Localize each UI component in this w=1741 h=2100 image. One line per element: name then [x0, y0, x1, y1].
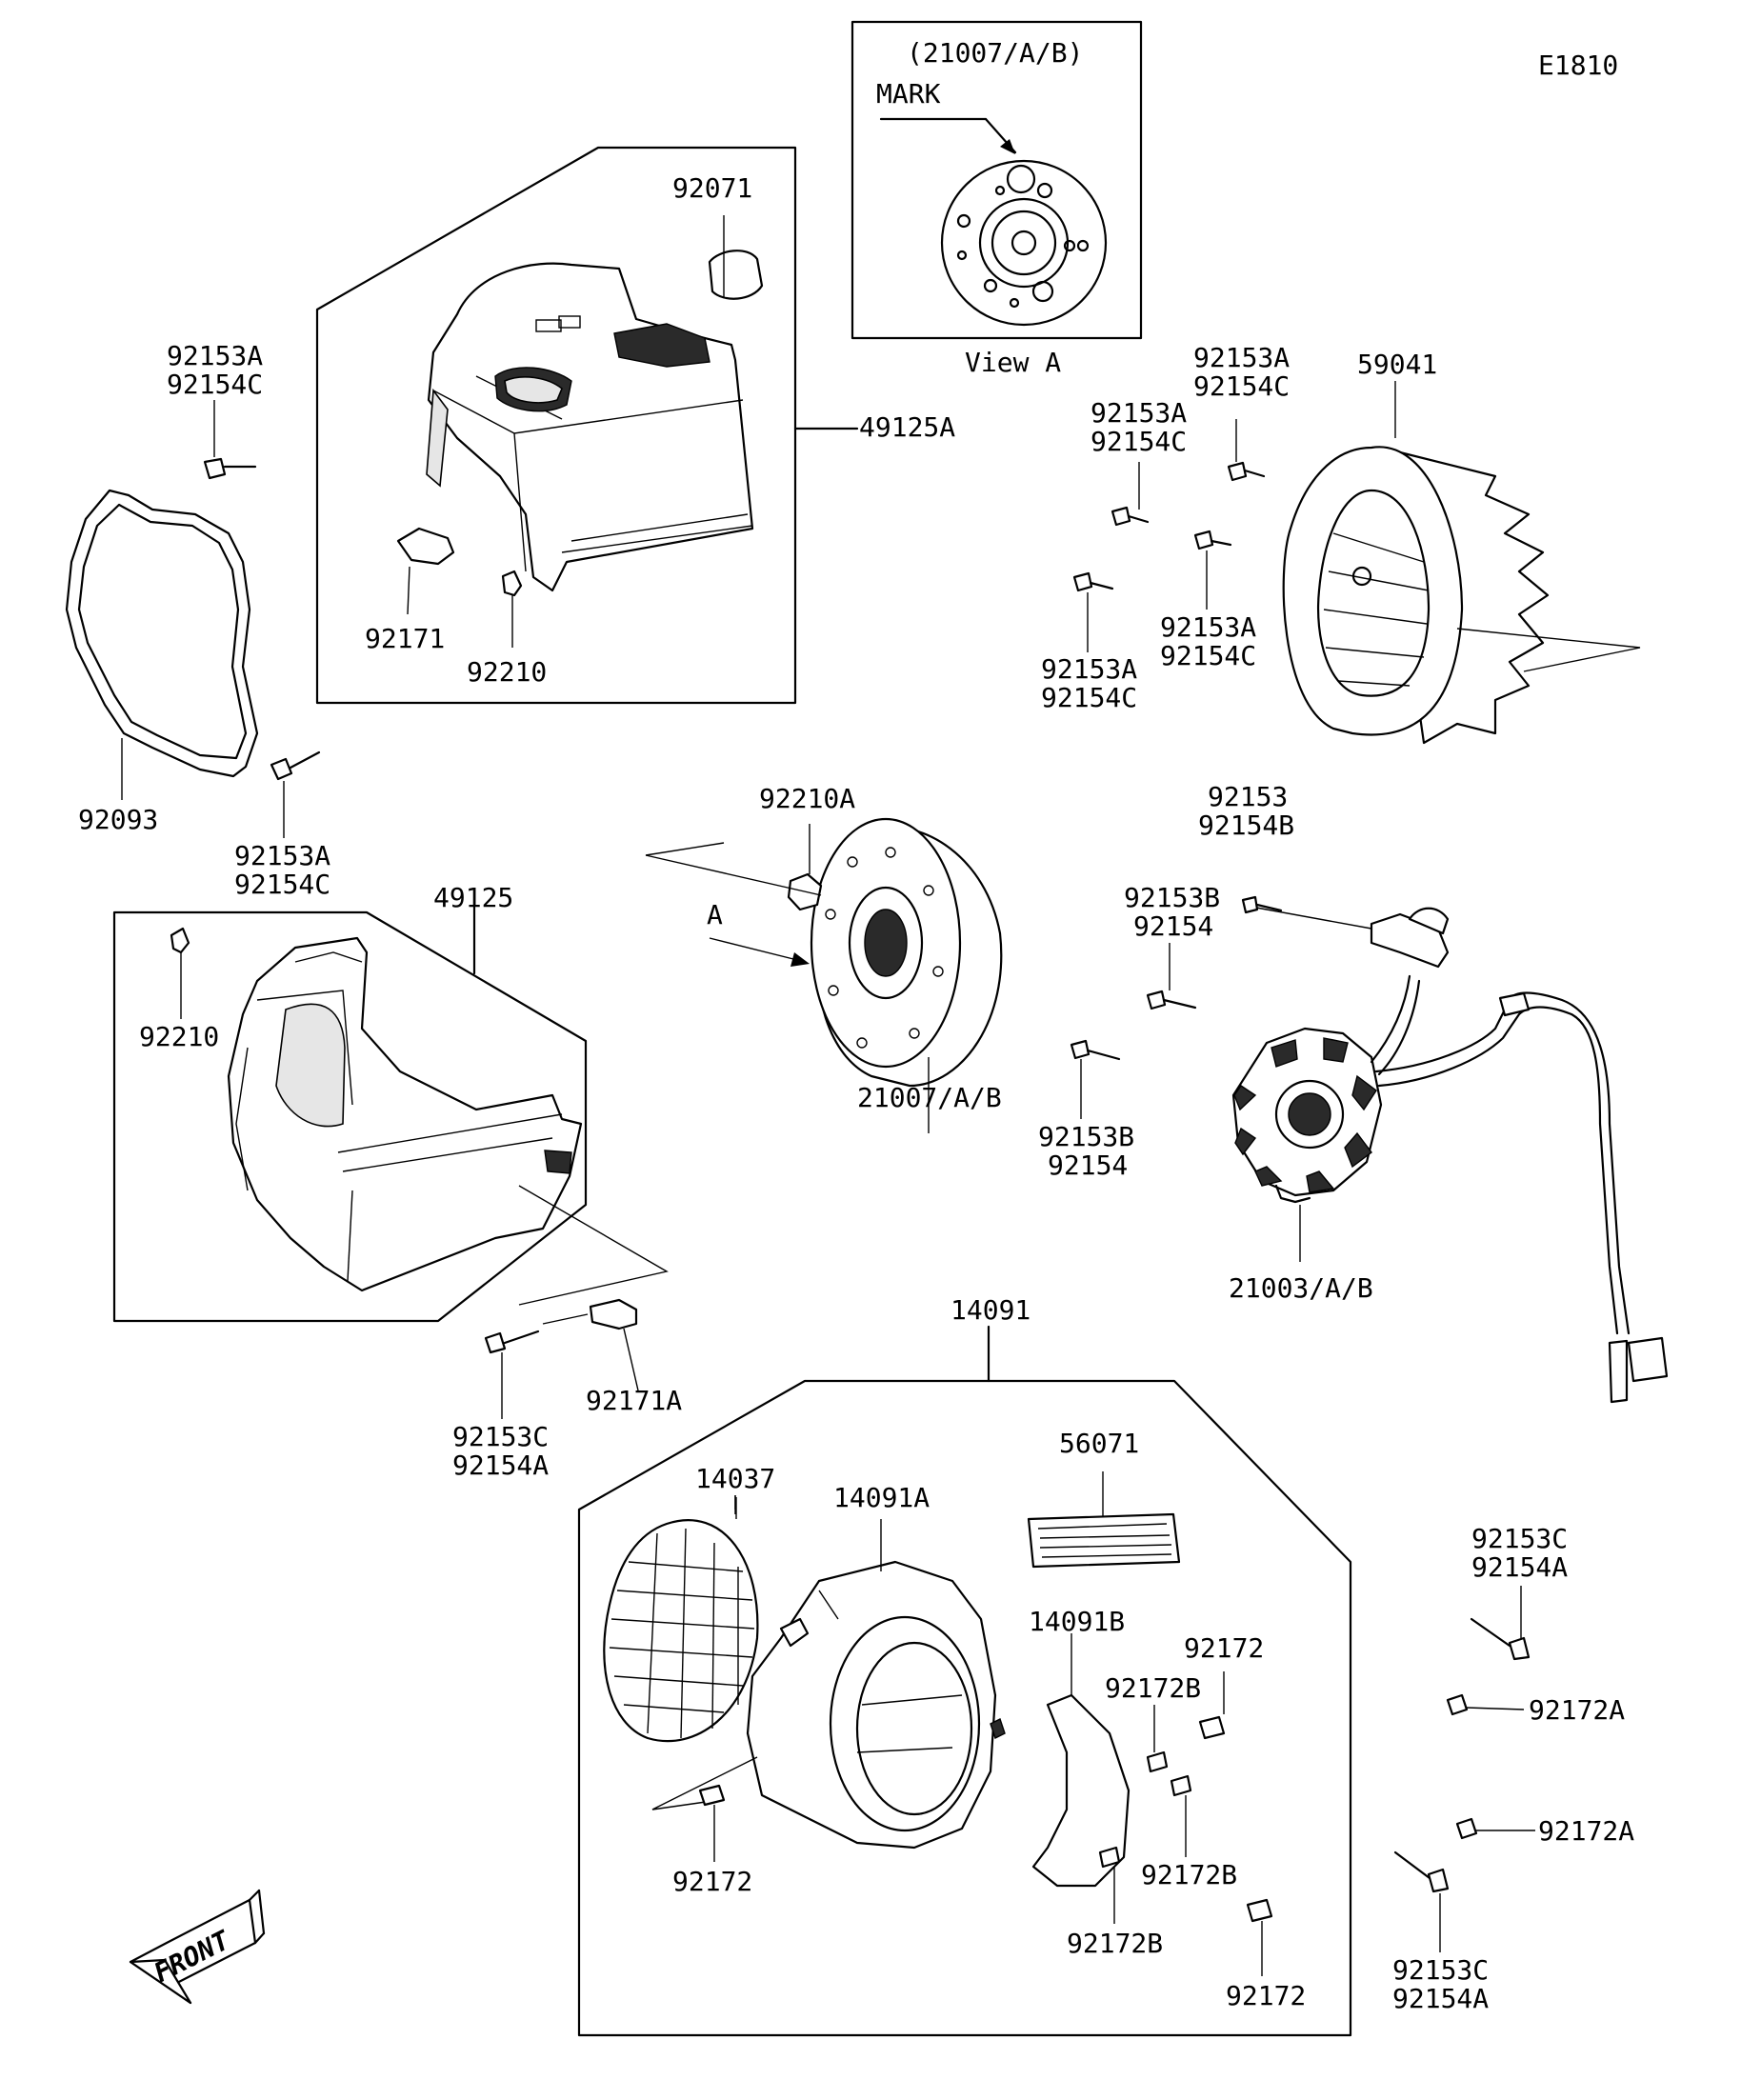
label-49125A: 49125A: [859, 411, 955, 443]
group-box-14091: [577, 1325, 1352, 2037]
nut-92210-left: [170, 927, 190, 1019]
label-92172A-2: 92172A: [1538, 1815, 1634, 1847]
shroud-upper-part: [426, 250, 764, 592]
bolt-92153A-top-left: [203, 400, 257, 480]
clip-92171: [396, 527, 455, 615]
label-92153A-ml: 92153A: [234, 840, 330, 871]
fan-59041: [1282, 381, 1550, 745]
label-92154B: 92154B: [1198, 810, 1294, 841]
clamp-92171A: [542, 1298, 639, 1391]
label-92210-top: 92210: [467, 656, 547, 688]
label-92172-c: 92172: [1226, 1980, 1306, 2011]
label-92153A-r4: 92153A: [1041, 653, 1137, 685]
label-92154A-r1: 92154A: [1471, 1551, 1568, 1583]
label-92154C-r1: 92154C: [1193, 370, 1290, 402]
label-92154C-r2: 92154C: [1091, 426, 1187, 457]
diagram-code: E1810: [1538, 50, 1618, 81]
label-92154C-tl: 92154C: [167, 369, 263, 400]
bolt-92153A-mid-left: [270, 750, 321, 838]
label-14091: 14091: [951, 1294, 1031, 1326]
bolts-right-side: [1393, 1586, 1535, 1952]
label-14091B: 14091B: [1029, 1606, 1125, 1637]
front-arrow-icon: FRONT: [129, 1889, 266, 2005]
labels: E1810 (21007/A/B) MARK View A A 92071 49…: [78, 37, 1634, 2014]
label-92172B-b: 92172B: [1141, 1859, 1237, 1890]
label-92154C-ml: 92154C: [234, 869, 330, 900]
label-92210-left: 92210: [139, 1021, 219, 1052]
view-title: View A: [965, 347, 1061, 378]
bolt-92153C-a: [484, 1330, 540, 1419]
nut-92210-top: [501, 570, 523, 648]
label-92154-b: 92154: [1048, 1150, 1128, 1181]
label-92153A-r1: 92153A: [1193, 342, 1290, 373]
cover-14091A: [746, 1519, 1006, 1850]
view-arrow-letter: A: [707, 899, 723, 930]
group-box-49125: [112, 904, 588, 1323]
label-92210A: 92210A: [759, 783, 855, 814]
label-92153A-r3: 92153A: [1160, 611, 1256, 643]
label-92153B-a: 92153B: [1124, 882, 1220, 913]
shroud-lower-part: [227, 936, 583, 1292]
label-92171A: 92171A: [586, 1385, 682, 1416]
label-92153: 92153: [1208, 781, 1288, 812]
label-92172A-1: 92172A: [1529, 1694, 1625, 1726]
label-92154A-a: 92154A: [452, 1450, 549, 1481]
label-49125: 49125: [433, 882, 513, 913]
label-92153A-tl: 92153A: [167, 340, 263, 371]
screen-14037: [603, 1495, 759, 1743]
label-92154A-r2: 92154A: [1392, 1983, 1489, 2014]
label-59041: 59041: [1357, 349, 1437, 380]
shield-14091B: [1031, 1633, 1131, 1888]
view-a-box: [850, 20, 1143, 340]
label-92093: 92093: [78, 804, 158, 835]
label-21003: 21003/A/B: [1229, 1272, 1373, 1304]
view-a-arrow: [709, 937, 810, 967]
label-plate-56071: [1027, 1471, 1181, 1569]
label-92171: 92171: [365, 623, 445, 654]
label-92153C-a: 92153C: [452, 1421, 549, 1452]
label-92154C-r4: 92154C: [1041, 682, 1137, 713]
view-ref: (21007/A/B): [907, 37, 1083, 69]
label-92153C-r2: 92153C: [1392, 1954, 1489, 1986]
bolts-stator: [1070, 895, 1283, 1119]
label-92153C-r1: 92153C: [1471, 1523, 1568, 1554]
bolts-fan-group: [1072, 419, 1266, 652]
label-92153A-r2: 92153A: [1091, 397, 1187, 429]
label-92153B-b: 92153B: [1038, 1121, 1134, 1152]
label-92154C-r3: 92154C: [1160, 640, 1256, 671]
view-mark: MARK: [876, 78, 941, 110]
flywheel-21007: [810, 817, 1003, 1133]
label-56071: 56071: [1059, 1428, 1139, 1459]
label-92172B-c: 92172B: [1067, 1928, 1163, 1959]
label-92071: 92071: [672, 172, 752, 204]
view-a-flywheel-face: [879, 117, 1108, 327]
label-92172-b: 92172: [672, 1866, 752, 1897]
label-14037: 14037: [695, 1463, 775, 1494]
screws-92172-group: [698, 1671, 1273, 1976]
label-14091A: 14091A: [833, 1482, 930, 1513]
group-box-49125A: [315, 146, 859, 705]
gasket-92093: [65, 489, 259, 800]
label-92172B-a: 92172B: [1105, 1672, 1201, 1704]
label-21007: 21007/A/B: [857, 1082, 1002, 1113]
nut-92210A: [787, 824, 823, 911]
label-92154-a: 92154: [1133, 910, 1213, 942]
cap-92071: [708, 250, 764, 300]
stator-21003: [1231, 905, 1669, 1404]
label-92172-a: 92172: [1184, 1632, 1264, 1664]
